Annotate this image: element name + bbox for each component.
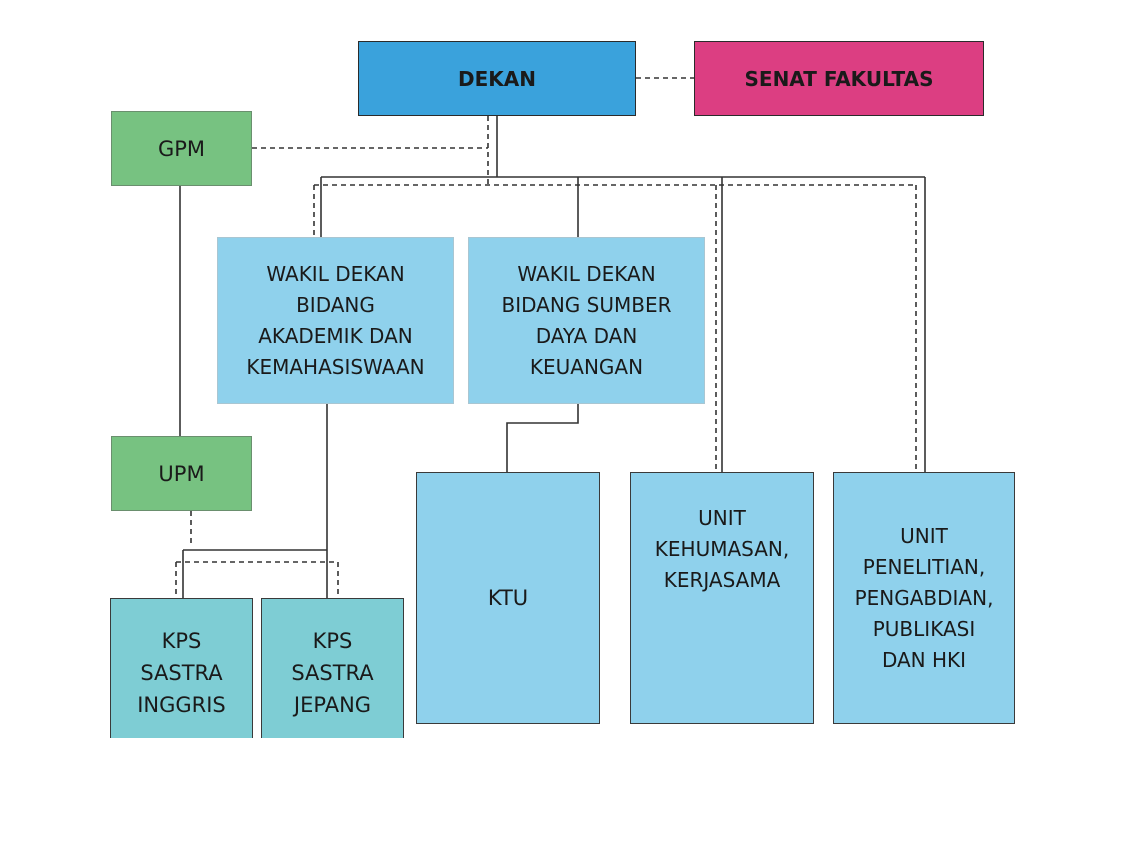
kps-sastra-inggris-label: KPS SASTRA INGGRIS [137, 629, 226, 717]
upm-box: UPM [111, 436, 252, 511]
kps-sastra-inggris-box: KPS SASTRA INGGRIS [110, 598, 253, 738]
upm-label: UPM [158, 461, 205, 486]
ktu-box: KTU [416, 472, 600, 724]
dekan-box: DEKAN [358, 41, 636, 116]
wakil-dekan-sumber-daya-label: WAKIL DEKAN BIDANG SUMBER DAYA DAN KEUAN… [501, 261, 672, 379]
unit-penelitian-box: UNIT PENELITIAN, PENGABDIAN, PUBLIKASI D… [833, 472, 1015, 724]
wakil-dekan-sumber-daya-box: WAKIL DEKAN BIDANG SUMBER DAYA DAN KEUAN… [468, 237, 705, 404]
unit-kehumasan-label: UNIT KEHUMASAN, KERJASAMA [654, 506, 790, 592]
gpm-box: GPM [111, 111, 252, 186]
senat-fakultas-box: SENAT FAKULTAS [694, 41, 984, 116]
kps-sastra-jepang-label: KPS SASTRA JEPANG [291, 629, 374, 717]
wakil-dekan-akademik-box: WAKIL DEKAN BIDANG AKADEMIK DAN KEMAHASI… [217, 237, 454, 404]
dekan-label: DEKAN [458, 66, 536, 91]
unit-kehumasan-box: UNIT KEHUMASAN, KERJASAMA [630, 472, 814, 724]
kps-sastra-jepang-box: KPS SASTRA JEPANG [261, 598, 404, 738]
line-wd2-to-ktu [506, 404, 579, 472]
ktu-label: KTU [487, 586, 529, 610]
wakil-dekan-akademik-label: WAKIL DEKAN BIDANG AKADEMIK DAN KEMAHASI… [246, 261, 425, 379]
gpm-label: GPM [157, 136, 206, 161]
unit-penelitian-label: UNIT PENELITIAN, PENGABDIAN, PUBLIKASI D… [854, 523, 994, 672]
senat-fakultas-label: SENAT FAKULTAS [744, 66, 934, 91]
